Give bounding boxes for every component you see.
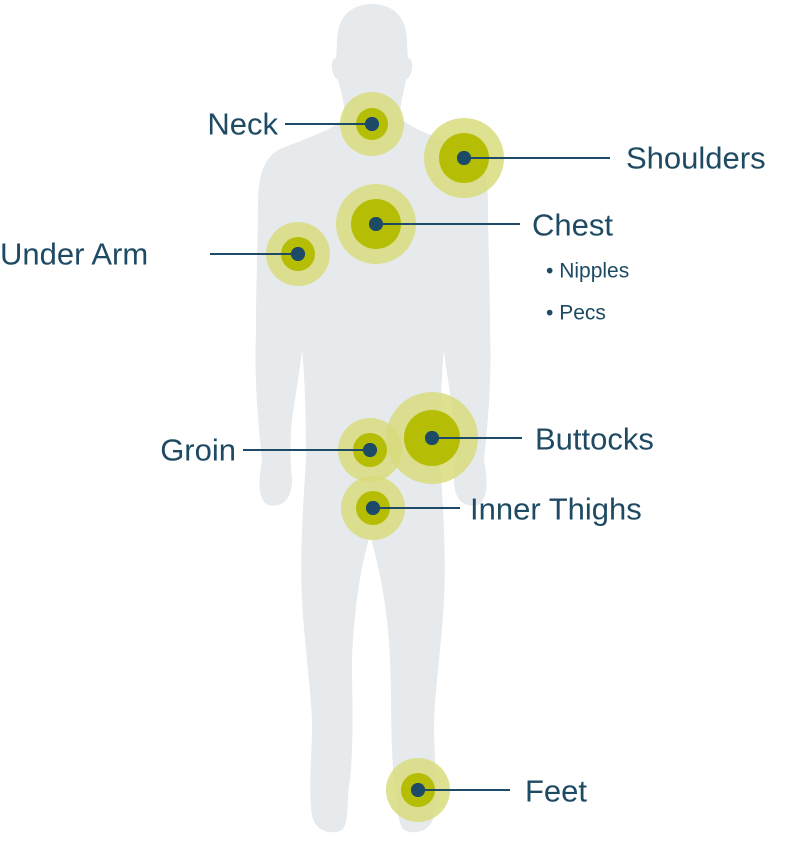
inner-thighs-dot-overlay — [366, 501, 380, 515]
label-feet: Feet — [525, 773, 588, 809]
bullet: • — [546, 301, 554, 325]
chest-sub-pecs: • Pecs — [546, 303, 606, 324]
buttocks-dot-overlay — [425, 431, 439, 445]
label-chest: Chest — [532, 207, 613, 243]
chest-dot-overlay — [369, 217, 383, 231]
groin-dot-overlay — [363, 443, 377, 457]
label-buttocks: Buttocks — [535, 421, 654, 457]
bullet: • — [546, 259, 554, 283]
shoulders-dot-overlay — [457, 151, 471, 165]
leader-lines — [210, 123, 610, 791]
neck-dot-overlay — [365, 117, 379, 131]
feet-dot-overlay — [411, 783, 425, 797]
label-under-arm: Under Arm — [0, 236, 149, 272]
label-neck: Neck — [207, 106, 278, 142]
label-groin: Groin — [160, 432, 236, 468]
nipples-text: Nipples — [559, 259, 630, 283]
chest-sub-nipples: • Nipples — [546, 261, 629, 282]
label-inner-thighs: Inner Thighs — [470, 491, 642, 527]
label-shoulders: Shoulders — [626, 140, 766, 176]
under-arm-dot-overlay — [291, 247, 305, 261]
pecs-text: Pecs — [559, 301, 606, 325]
